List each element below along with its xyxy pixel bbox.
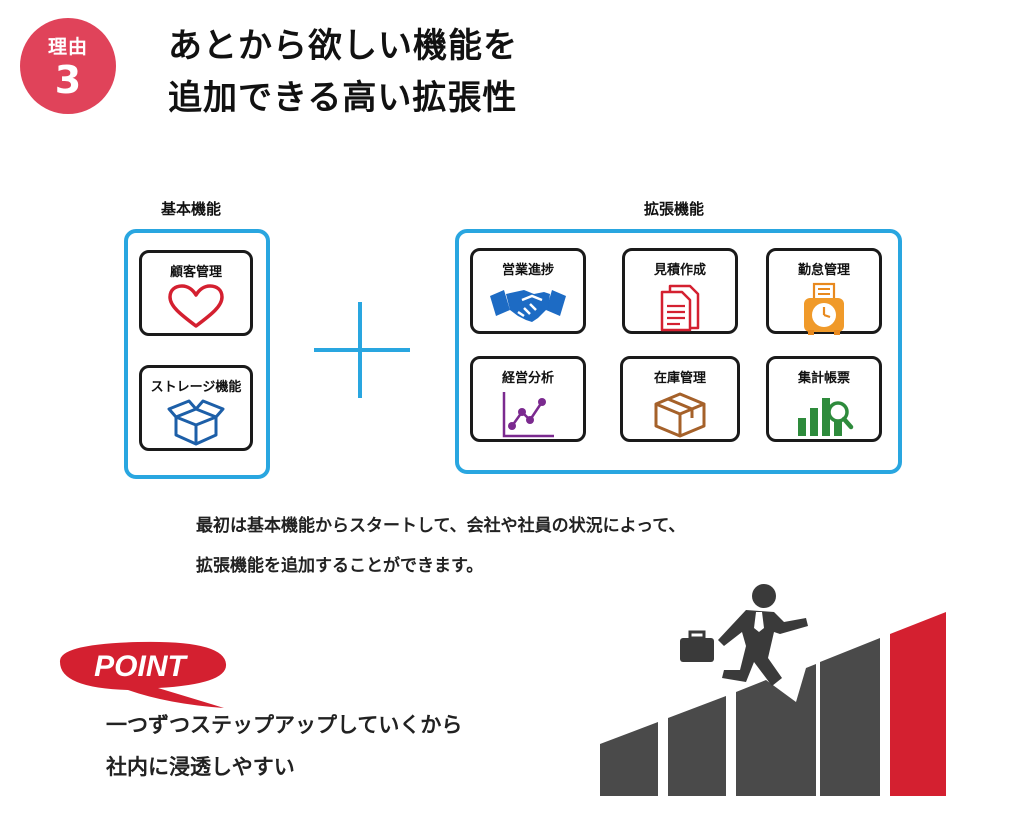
feature-card-attendance: 勤怠管理 [766, 248, 882, 335]
box-icon [167, 399, 225, 446]
description: 最初は基本機能からスタートして、会社や社員の状況によって、 拡張機能を追加するこ… [196, 506, 685, 586]
description-line-1: 最初は基本機能からスタートして、会社や社員の状況によって、 [196, 516, 686, 536]
bar-chart-magnifier-icon [798, 398, 854, 436]
point-line-1: 一つずつステップアップしていくから [106, 713, 463, 737]
document-icon [660, 284, 700, 332]
stair-steps [600, 612, 946, 796]
feature-card-label: 顧客管理 [169, 265, 222, 280]
heart-icon [168, 284, 224, 328]
feature-card-label: 勤怠管理 [797, 263, 850, 278]
feature-card-inventory: 在庫管理 [620, 356, 740, 442]
stair-step [736, 664, 816, 796]
plus-sign-vertical [358, 302, 362, 398]
headline-line-1: あとから欲しい機能を [168, 26, 518, 66]
headline: あとから欲しい機能を 追加できる高い拡張性 [168, 20, 518, 124]
point-bubble: POINT [59, 641, 227, 708]
stair-step [820, 638, 880, 796]
feature-card-label: 経営分析 [501, 371, 554, 386]
stair-step [668, 696, 726, 796]
extended-features-label: 拡張機能 [644, 200, 705, 218]
feature-card-label: 集計帳票 [797, 371, 850, 386]
point-text: 一つずつステップアップしていくから 社内に浸透しやすい [106, 704, 462, 788]
description-line-2: 拡張機能を追加することができます。 [196, 556, 484, 576]
basic-features-label: 基本機能 [161, 200, 222, 218]
feature-card-label: 在庫管理 [653, 371, 706, 386]
feature-card-customer: 顧客管理 [139, 250, 253, 336]
feature-card-label: ストレージ機能 [150, 380, 242, 395]
feature-card-storage: ストレージ機能 [139, 365, 253, 451]
feature-card-label: 見積作成 [653, 263, 706, 278]
step-up-illustration [600, 584, 946, 796]
shirt-collar [754, 612, 764, 632]
feature-card-label: 営業進捗 [501, 263, 554, 278]
badge-number: 3 [54, 58, 82, 102]
feature-card-sales-progress: 営業進捗 [470, 248, 586, 334]
basic-features-frame [124, 229, 270, 479]
headline-line-2: 追加できる高い拡張性 [168, 78, 518, 118]
badge-label: 理由 [47, 36, 88, 58]
point-label: POINT [94, 650, 188, 683]
feature-card-report: 集計帳票 [766, 356, 882, 442]
extended-features-frame [455, 229, 902, 474]
cardboard-box-icon [654, 392, 706, 438]
line-chart-icon [502, 392, 554, 438]
running-businessman-icon [680, 584, 808, 686]
reason-badge: 理由 3 [20, 18, 116, 114]
stair-step [600, 722, 658, 796]
handshake-icon [490, 290, 566, 322]
plus-sign-horizontal [314, 348, 410, 352]
timecard-clock-icon [804, 282, 844, 335]
feature-card-estimate: 見積作成 [622, 248, 738, 334]
stair-step-top [890, 612, 946, 796]
feature-card-management-analysis: 経営分析 [470, 356, 586, 442]
point-line-2: 社内に浸透しやすい [106, 755, 295, 779]
